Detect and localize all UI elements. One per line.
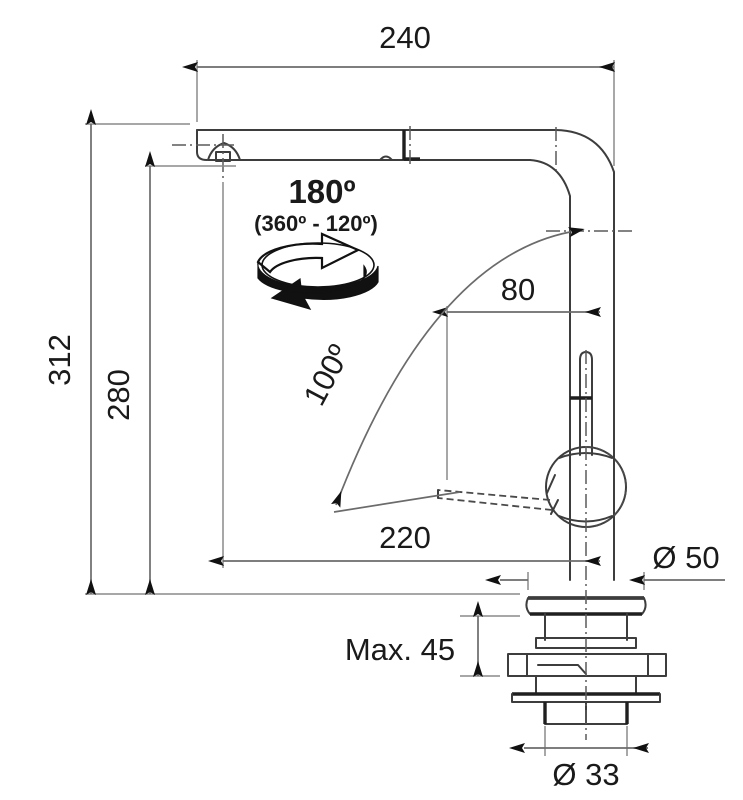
rotation-arrow-dark <box>257 261 379 310</box>
dimension-diameter-33: Ø 33 <box>509 726 649 792</box>
nut-slot-detail <box>537 664 587 675</box>
annotation-label-180deg: 180º <box>288 173 355 210</box>
dim-label-240: 240 <box>379 20 431 55</box>
spray-head-nozzle <box>207 142 241 161</box>
spout-button-detail <box>379 155 393 161</box>
mounting-hardware <box>507 596 667 725</box>
dimension-diameter-50: Ø 50 <box>485 540 725 590</box>
lever-handle-root-upper <box>546 474 556 494</box>
dim-label-diameter-33: Ø 33 <box>552 757 619 792</box>
rotation-arrow-icon <box>256 232 379 310</box>
dimension-240: 240 <box>182 20 615 166</box>
dim-label-max-45: Max. 45 <box>345 632 455 667</box>
centerlines <box>172 126 632 740</box>
annotation-label-swivel-range: (360º - 120º) <box>254 211 378 236</box>
lever-handle-top-edge <box>437 489 551 501</box>
spout-outer-elbow <box>555 129 615 233</box>
arc-chord-line <box>333 491 461 513</box>
lever-handle-bottom-edge <box>437 497 553 511</box>
spout-inner-elbow <box>529 159 571 233</box>
dim-label-80: 80 <box>501 272 535 307</box>
rotation-ellipse-guide <box>261 242 375 288</box>
spout-left-cap <box>196 129 208 161</box>
rotation-arrow-light <box>256 232 361 274</box>
swivel-annotation: 180º (360º - 120º) <box>254 173 379 310</box>
dim-label-220: 220 <box>379 520 431 555</box>
annotation-label-100deg: 100º <box>296 339 357 411</box>
handle-ball-hidden-arc <box>585 446 627 528</box>
dim-label-312: 312 <box>42 334 77 386</box>
dimension-max-45: Max. 45 <box>345 601 520 677</box>
dim-label-diameter-50: Ø 50 <box>652 540 719 575</box>
mounting-nut-body <box>507 653 667 677</box>
dimension-312: 312 <box>42 109 520 595</box>
dimension-280: 280 <box>101 151 236 595</box>
dim-label-280: 280 <box>101 369 136 421</box>
arc-arrow-icon <box>330 227 585 508</box>
dimension-220: 220 <box>208 182 601 568</box>
